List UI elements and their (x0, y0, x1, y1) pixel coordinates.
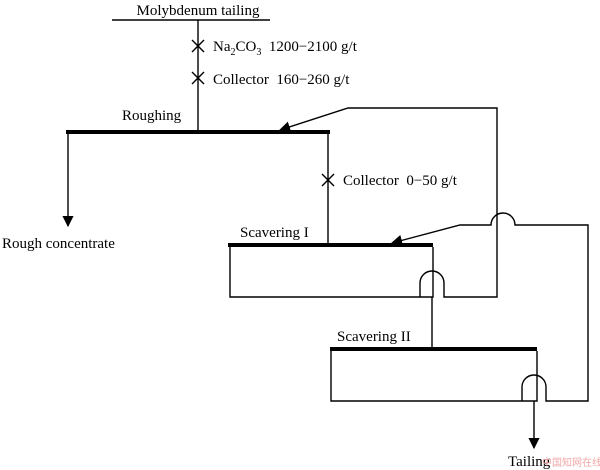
reagent-na2co3-label: Na2CO3 1200−2100 g/t (213, 39, 358, 58)
scavenging1-label: Scavering I (240, 225, 309, 241)
scavenging2-bar (330, 347, 537, 351)
scavenging2-cell (330, 351, 538, 402)
reagent-cross-icon (191, 39, 205, 53)
reagent-cross-icon (191, 71, 205, 85)
rough-concentrate-label: Rough concentrate (2, 236, 115, 252)
scavenging1-return-stream (278, 107, 498, 298)
watermark: 中国知网在线 (542, 456, 600, 469)
reagent-cross-icon (321, 173, 335, 187)
reagent-collector2-label: Collector 0−50 g/t (343, 173, 458, 189)
scavenging1-bar (228, 243, 433, 247)
roughing-label: Roughing (122, 108, 182, 124)
reagent-collector1-label: Collector 160−260 g/t (213, 72, 350, 88)
scavenging2-return-stream (390, 212, 589, 402)
scavenging2-label: Scavering II (337, 329, 411, 345)
roughing-cell (66, 130, 330, 134)
scavenging1-cell (229, 247, 434, 298)
tailing-label: Tailing (508, 454, 551, 470)
feed-label: Molybdenum tailing (137, 3, 260, 19)
